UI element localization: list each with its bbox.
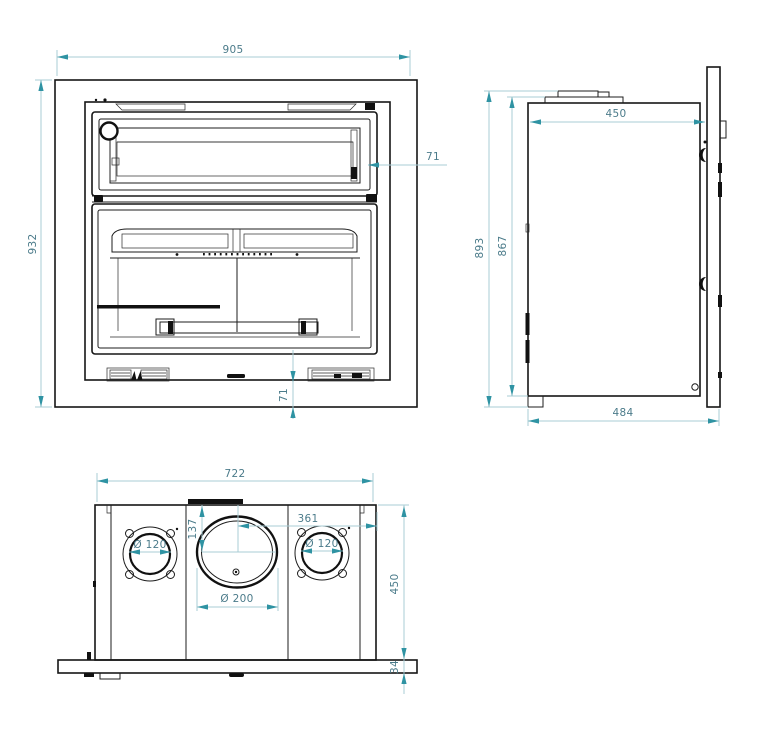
top-vent-left <box>115 103 186 111</box>
dim-label-71b: 71 <box>278 388 290 402</box>
dim-label-893: 893 <box>474 238 486 259</box>
screw-dot <box>94 98 98 102</box>
dim-flue-dia: Ø 200 <box>196 568 279 611</box>
dim-left-duct: Ø 120 <box>129 539 171 555</box>
dim-right-duct: Ø 120 <box>301 538 343 554</box>
hinge-mark <box>718 182 722 197</box>
dim-top-width: 722 <box>96 468 374 502</box>
back-panel-mark <box>525 340 530 363</box>
dim-label-905: 905 <box>223 44 244 56</box>
air-holes <box>175 253 299 256</box>
log-guard-bar <box>159 321 319 334</box>
dim-front-height: 932 <box>27 79 52 408</box>
left-duct-hole <box>122 526 179 582</box>
flue-collar <box>544 90 624 104</box>
upper-door <box>91 111 378 197</box>
dim-label-450-top: 450 <box>389 574 401 595</box>
air-control-knob <box>99 121 119 141</box>
dim-label-dia120-right: Ø 120 <box>305 538 338 550</box>
top-vent-right <box>287 103 357 111</box>
hinge-mark <box>718 163 722 173</box>
drain-hole <box>691 383 699 391</box>
dim-label-34: 34 <box>389 660 401 674</box>
door-handle-hook <box>699 277 706 291</box>
front-view: 905 932 71 71 <box>27 44 447 419</box>
dim-label-450: 450 <box>606 108 627 120</box>
hinge-mark <box>365 103 375 110</box>
back-notch <box>525 223 530 233</box>
edge-notch <box>87 652 91 660</box>
hinge-mark <box>718 295 722 307</box>
screw-dot <box>103 98 107 102</box>
hinge-mark <box>718 372 722 378</box>
bottom-vents <box>106 367 375 382</box>
door-top-band <box>111 228 358 253</box>
dim-label-361: 361 <box>298 513 319 525</box>
dim-label-722: 722 <box>225 468 246 480</box>
back-panel-mark <box>525 313 530 335</box>
dim-center-to-edge: 361 <box>238 512 378 531</box>
door-handle-hook <box>699 148 706 162</box>
plate-foot <box>229 673 244 677</box>
dim-plate-thickness: 34 <box>389 660 407 694</box>
door-handle-bar <box>97 305 220 309</box>
edge-notch <box>93 581 96 587</box>
dim-label-dia120-left: Ø 120 <box>133 539 166 551</box>
latch-mark <box>94 195 103 202</box>
dim-label-71: 71 <box>426 151 440 163</box>
latch-mark <box>366 194 377 202</box>
dim-top-depth: 450 <box>378 504 409 660</box>
front-inner-unit <box>84 101 391 381</box>
front-outer-frame <box>54 79 418 408</box>
plate-foot <box>84 673 94 677</box>
side-front-frame <box>706 66 721 408</box>
base-plate <box>57 659 418 674</box>
dim-label-867: 867 <box>497 236 509 257</box>
dim-flue-offset: 137 <box>187 505 205 552</box>
flue-collar-edge <box>188 499 243 504</box>
lower-door <box>91 203 378 355</box>
plate-foot <box>99 672 121 680</box>
side-foot <box>527 395 544 408</box>
dim-side-depth: 450 <box>530 108 705 125</box>
dim-label-484: 484 <box>613 407 634 419</box>
corner-step <box>106 505 111 514</box>
dim-label-137: 137 <box>187 519 199 540</box>
side-view: 450 893 867 484 <box>474 66 727 426</box>
dim-side-height-body: 867 <box>497 96 545 397</box>
corner-step <box>360 505 365 514</box>
dim-side-base-depth: 484 <box>527 407 720 426</box>
top-view: 722 361 137 Ø 120 <box>57 468 418 694</box>
right-duct-hole <box>294 525 351 581</box>
side-body <box>527 102 701 397</box>
screw-dot <box>703 140 707 144</box>
dim-front-width: 905 <box>56 44 411 76</box>
dim-label-dia200: Ø 200 <box>220 593 253 605</box>
dim-duct-offset: 71 <box>368 151 447 168</box>
dim-label-932: 932 <box>27 234 39 255</box>
dim-side-height-total: 893 <box>474 90 558 408</box>
mounting-bracket <box>719 120 727 139</box>
dim-base-gap: 71 <box>278 350 296 419</box>
